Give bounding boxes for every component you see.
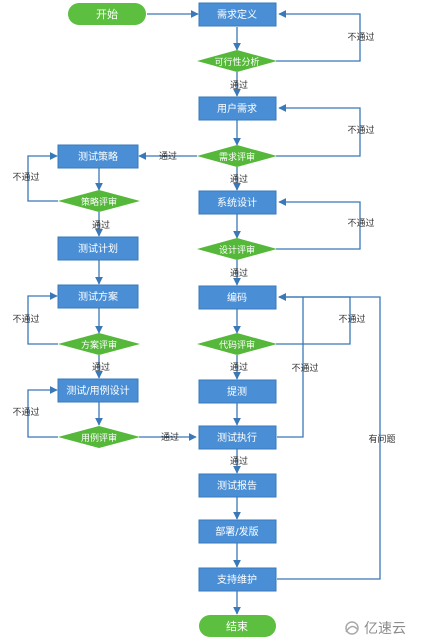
diamond-design-review: 设计评审 (197, 238, 277, 260)
diamond-code-review: 代码评审 (197, 333, 277, 355)
label-fail-strategy-review: 不通过 (12, 171, 39, 183)
box-test-scheme: 测试方案 (57, 284, 139, 309)
box-test-case-design: 测试/用例设计 (57, 378, 139, 403)
label-fail-design-review: 不通过 (347, 217, 374, 229)
box-sys-design-label: 系统设计 (217, 196, 257, 209)
diamond-req-review: 需求评审 (197, 145, 277, 167)
label-fail-code-review: 不通过 (338, 313, 365, 325)
diamond-scheme-review: 方案评审 (58, 333, 140, 355)
label-pass-feasibility: 通过 (230, 79, 248, 91)
box-test-exec: 测试执行 (198, 425, 277, 450)
label-pass-code-review: 通过 (230, 361, 248, 373)
box-deploy: 部署/发版 (198, 519, 277, 544)
diamond-strategy-review-label: 策略评审 (81, 196, 117, 208)
box-submit-test-label: 提测 (227, 385, 247, 398)
box-test-plan-label: 测试计划 (78, 242, 118, 255)
box-test-case-design-label: 测试/用例设计 (66, 384, 129, 397)
label-fail-test-exec: 不通过 (291, 362, 318, 374)
box-test-strategy-label: 测试策略 (78, 150, 118, 163)
diamond-feasibility: 可行性分析 (197, 50, 277, 72)
watermark: 亿速云 (345, 621, 406, 637)
box-test-plan: 测试计划 (57, 236, 139, 261)
box-user-req-label: 用户需求 (217, 102, 257, 115)
label-pass-req-review: 通过 (230, 173, 248, 185)
box-support: 支持维护 (198, 567, 277, 592)
label-fail-case-review: 不通过 (12, 406, 39, 418)
label-pass-scheme-review: 通过 (92, 361, 110, 373)
box-user-req: 用户需求 (198, 96, 277, 121)
box-req-define: 需求定义 (198, 2, 277, 27)
label-pass-to-strategy: 通过 (159, 150, 177, 162)
diamond-code-review-label: 代码评审 (219, 339, 255, 351)
label-has-issue: 有问题 (368, 433, 395, 445)
label-pass-design-review: 通过 (230, 267, 248, 279)
box-deploy-label: 部署/发版 (215, 525, 258, 538)
start-terminal: 开始 (68, 3, 146, 25)
box-support-label: 支持维护 (217, 573, 257, 586)
box-test-report: 测试报告 (198, 473, 277, 498)
box-test-exec-label: 测试执行 (217, 431, 257, 444)
diamond-req-review-label: 需求评审 (219, 151, 255, 163)
box-test-strategy: 测试策略 (57, 144, 139, 169)
end-label: 结束 (226, 620, 248, 633)
diamond-case-review: 用例评审 (58, 426, 140, 448)
box-test-report-label: 测试报告 (217, 479, 257, 492)
diamond-scheme-review-label: 方案评审 (81, 339, 117, 351)
box-req-define-label: 需求定义 (217, 8, 257, 21)
box-submit-test: 提测 (198, 379, 277, 404)
end-terminal: 结束 (199, 615, 276, 637)
box-sys-design: 系统设计 (198, 190, 277, 215)
label-fail-feasibility: 不通过 (347, 31, 374, 43)
start-label: 开始 (96, 7, 118, 21)
edge-labels: 通过 通过 通过 通过 通过 通过 通过 通过 通过 不通过 不通过 不通过 不… (12, 31, 395, 467)
watermark-text: 亿速云 (364, 621, 406, 637)
box-coding: 编码 (198, 285, 277, 310)
diamond-strategy-review: 策略评审 (58, 190, 140, 212)
label-pass-test-exec: 通过 (230, 455, 248, 467)
label-fail-req-review: 不通过 (347, 124, 374, 136)
diamond-case-review-label: 用例评审 (81, 432, 117, 444)
label-fail-scheme-review: 不通过 (12, 313, 39, 325)
watermark-logo-icon (345, 621, 359, 635)
label-pass-strategy-review: 通过 (92, 219, 110, 231)
connectors (27, 10, 381, 615)
box-coding-label: 编码 (227, 291, 247, 304)
diamond-feasibility-label: 可行性分析 (214, 56, 259, 68)
diamond-design-review-label: 设计评审 (219, 244, 255, 256)
label-pass-case-review: 通过 (161, 431, 179, 443)
box-test-scheme-label: 测试方案 (78, 290, 118, 303)
